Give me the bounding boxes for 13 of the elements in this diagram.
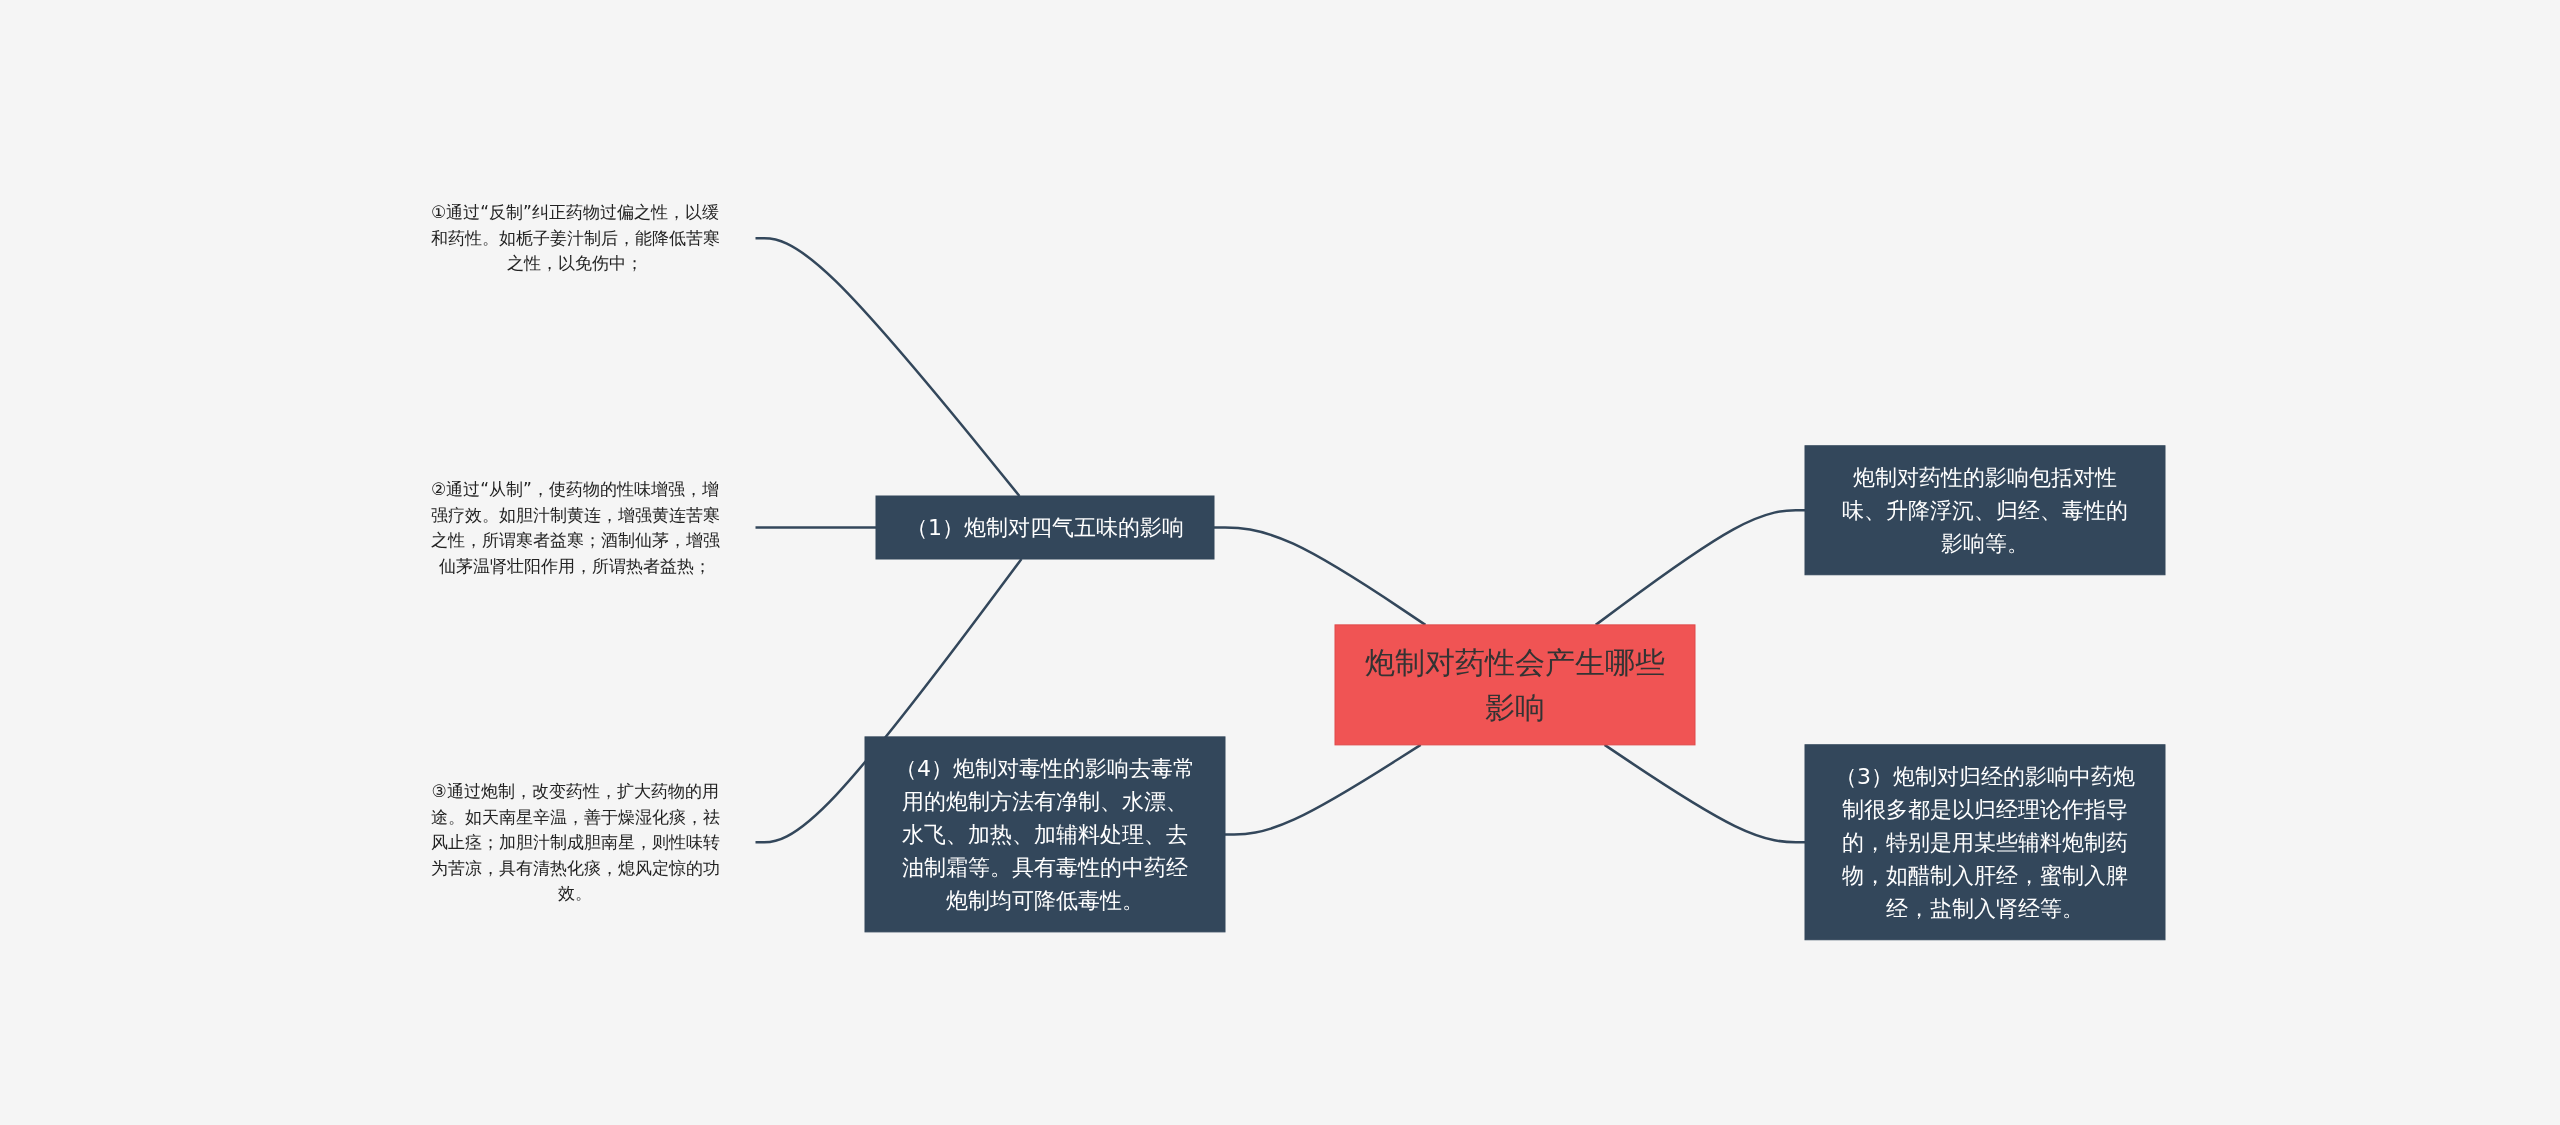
connector (1214, 526, 1427, 627)
node-text: ③通过炮制，改变药性，扩大药物的用途。如天南星辛温，善于燥湿化痰，祛风止痉；加胆汁制成胆南星，则性味转为苦凉，具有清热化痰，熄风定惊的功效。 (430, 780, 720, 903)
node-text: ①通过“反制”纠正药物过偏之性，以缓和药性。如栀子姜汁制后，能降低苦寒之性，以免伤中； (430, 202, 720, 274)
connector (755, 237, 1021, 497)
node-box: 炮制对药性的影响包括对性味、升降浮沉、归经、毒性的影响等。 (1804, 445, 2166, 576)
connector (1595, 509, 1805, 626)
node-box: （1）炮制对四气五味的影响 (875, 495, 1215, 560)
node-box: 炮制对药性会产生哪些影响 (1334, 624, 1696, 746)
node-text: ②通过“从制”，使药物的性味增强，增强疗效。如胆汁制黄连，增强黄连苦寒之性，所谓寒者益寒；酒制仙茅，增强仙茅温肾壮阳作用，所谓热者益热； (430, 478, 720, 576)
connector (755, 558, 1023, 844)
node-box: （4）炮制对毒性的影响去毒常用的炮制方法有净制、水漂、水飞、加热、加辅料处理、去油制霜等。具有毒性的中药经炮制均可降低毒性。 (864, 736, 1226, 933)
connector (755, 526, 876, 529)
node-box: （3）炮制对归经的影响中药炮制很多都是以归经理论作指导的，特别是用某些辅料炮制药物，如醋制入肝经，蜜制入脾经，盐制入肾经等。 (1804, 744, 2166, 941)
